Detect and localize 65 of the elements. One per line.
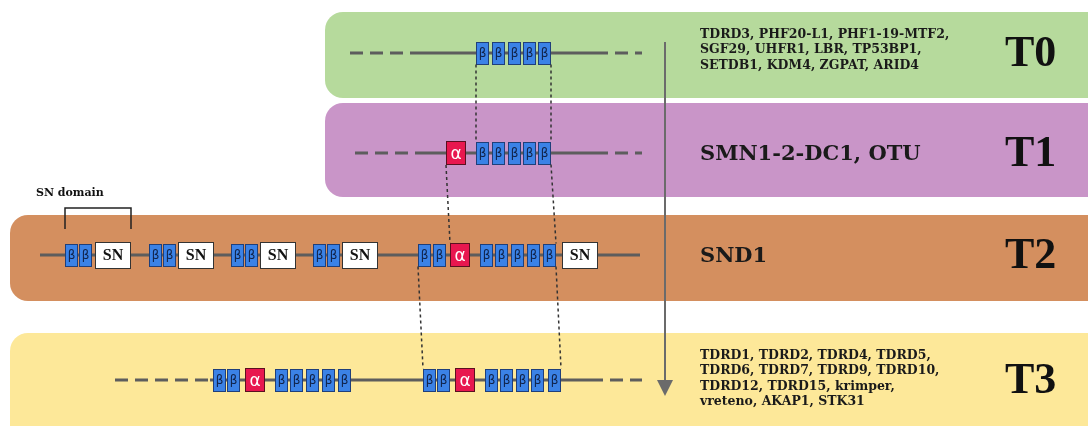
sn-domain-box: SN [95, 241, 131, 269]
tier-label: T0 [1005, 26, 1057, 78]
beta-domain-box: β [213, 368, 226, 392]
beta-domain-box: β [245, 243, 258, 267]
tier-label: T1 [1005, 126, 1057, 178]
sn-domain-box: SN [260, 241, 296, 269]
beta-domain-box: β [492, 41, 505, 65]
beta-domain-box: β [538, 41, 551, 65]
dotted-guide-line [417, 265, 424, 370]
beta-domain-box: β [548, 368, 561, 392]
tier-band [325, 103, 1088, 197]
beta-domain-box: β [79, 243, 92, 267]
gene-list: TDRD3, PHF20-L1, PHF1-19-MTF2, SGF29, UHFR1, LBR, TP53BP1, SETDB1, KDM4, ZGPAT, ARID4 [700, 26, 950, 72]
beta-domain-box: β [511, 243, 524, 267]
tier-band [10, 215, 1088, 301]
alpha-domain-box: α [455, 368, 475, 392]
sn-domain-box: SN [562, 241, 598, 269]
dotted-guide-line [550, 163, 557, 245]
beta-domain-box: β [531, 368, 544, 392]
tier-label: T2 [1005, 228, 1057, 280]
domain-label: SN domain [36, 186, 104, 199]
beta-domain-box: β [508, 41, 521, 65]
beta-domain-box: β [480, 243, 493, 267]
beta-domain-box: β [306, 368, 319, 392]
beta-domain-box: β [523, 141, 536, 165]
beta-domain-box: β [231, 243, 244, 267]
sn-domain-box: SN [178, 241, 214, 269]
tier-label: T3 [1005, 353, 1057, 405]
beta-domain-box: β [516, 368, 529, 392]
beta-domain-box: β [476, 141, 489, 165]
dotted-guide-line [550, 63, 552, 143]
beta-domain-box: β [313, 243, 326, 267]
tier-band [10, 333, 1088, 426]
beta-domain-box: β [543, 243, 556, 267]
beta-domain-box: β [227, 368, 240, 392]
beta-domain-box: β [149, 243, 162, 267]
alpha-domain-box: α [450, 243, 470, 267]
beta-domain-box: β [523, 41, 536, 65]
tier-band [325, 12, 1088, 98]
dotted-guide-line [475, 63, 477, 143]
beta-domain-box: β [538, 141, 551, 165]
alpha-domain-box: α [446, 141, 466, 165]
beta-domain-box: β [423, 368, 436, 392]
beta-domain-box: β [65, 243, 78, 267]
gene-list: TDRD1, TDRD2, TDRD4, TDRD5, TDRD6, TDRD7, TDRD9, TDRD10, TDRD12, TDRD15, krimper, vreteno, AKAP1, STK31 [700, 347, 950, 408]
beta-domain-box: β [327, 243, 340, 267]
beta-domain-box: β [500, 368, 513, 392]
beta-domain-box: β [275, 368, 288, 392]
beta-domain-box: β [485, 368, 498, 392]
beta-domain-box: β [418, 243, 431, 267]
beta-domain-box: β [338, 368, 351, 392]
beta-domain-box: β [508, 141, 521, 165]
beta-domain-box: β [433, 243, 446, 267]
beta-domain-box: β [437, 368, 450, 392]
beta-domain-box: β [492, 141, 505, 165]
beta-domain-box: β [163, 243, 176, 267]
beta-domain-box: β [290, 368, 303, 392]
dotted-guide-line [555, 265, 562, 370]
beta-domain-box: β [322, 368, 335, 392]
beta-domain-box: β [476, 41, 489, 65]
gene-list: SND1 [700, 242, 1000, 268]
beta-domain-box: β [495, 243, 508, 267]
beta-domain-box: β [527, 243, 540, 267]
alpha-domain-box: α [245, 368, 265, 392]
sn-domain-box: SN [342, 241, 378, 269]
